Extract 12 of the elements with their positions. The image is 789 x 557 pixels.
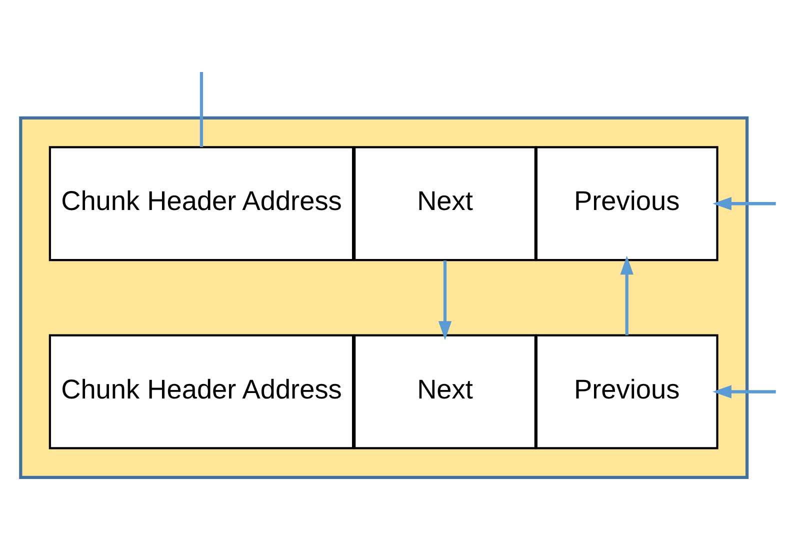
- node-box: Previous: [535, 146, 718, 262]
- connector: [200, 72, 204, 148]
- arrow: [438, 260, 452, 340]
- cluster: [19, 116, 749, 480]
- arrow: [712, 197, 776, 210]
- node-box: Previous: [535, 334, 718, 450]
- node-box: Chunk Header Address: [48, 146, 354, 262]
- node-box: Chunk Header Address: [48, 334, 354, 450]
- node-box: Next: [354, 146, 536, 262]
- arrow: [620, 256, 634, 336]
- node-box: Next: [354, 334, 536, 450]
- arrow: [712, 385, 776, 398]
